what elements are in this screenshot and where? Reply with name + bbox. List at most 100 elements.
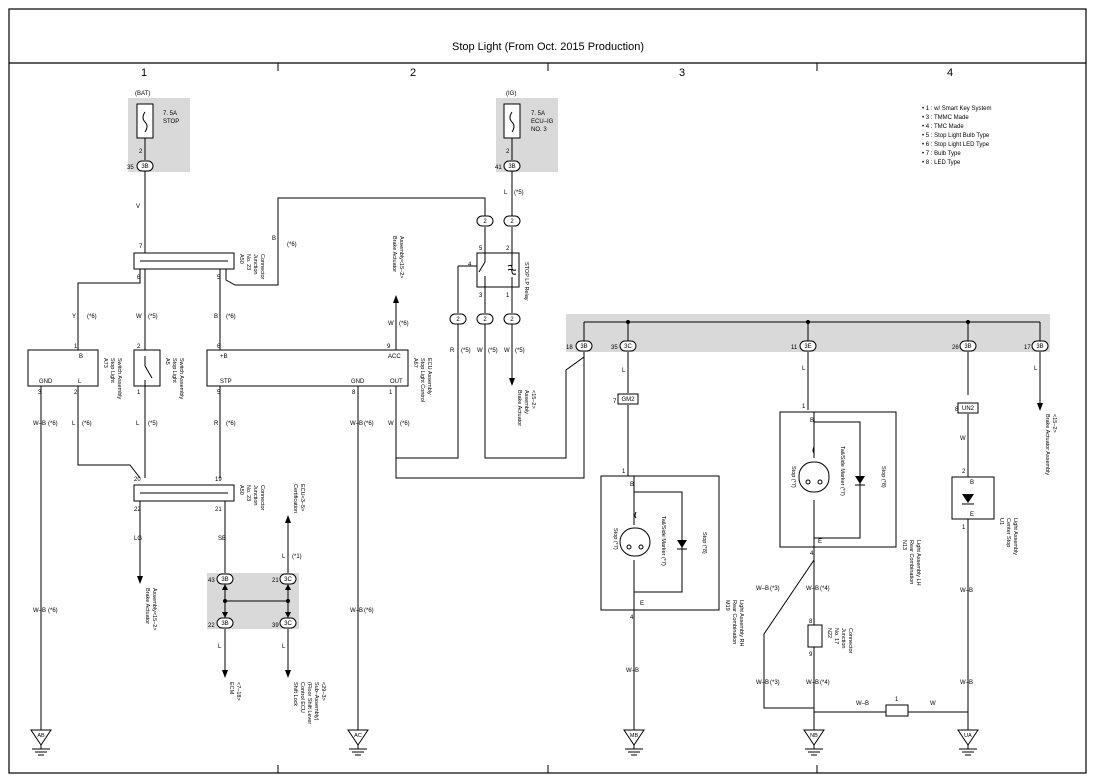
svg-text:AC: AC (354, 733, 362, 739)
wire-label: W–B (806, 586, 819, 592)
svg-text:3E: 3E (804, 344, 811, 350)
svg-text:Switch Assembly: Switch Assembly (178, 358, 184, 400)
connector-box: GM2 (617, 393, 639, 405)
svg-text:7. 5A: 7. 5A (163, 111, 177, 117)
connector-oval: 3C (279, 617, 297, 629)
svg-text:3B: 3B (964, 344, 971, 350)
svg-text:2: 2 (962, 469, 966, 475)
wire-label: LG (134, 536, 142, 542)
wire-label: W–B (350, 608, 363, 614)
note-label: (*5) (461, 348, 471, 354)
svg-text:Assembly<15–2>: Assembly<15–2> (398, 236, 404, 279)
svg-text:Shift Lock: Shift Lock (292, 682, 298, 706)
diagram-title: Stop Light (From Oct. 2015 Production) (452, 41, 644, 53)
note-label: (*4) (820, 680, 830, 686)
wire-label: L (72, 421, 76, 427)
svg-text:GM2: GM2 (621, 397, 635, 403)
svg-text:Stop Light: Stop Light (109, 358, 115, 383)
note-label: (*6) (399, 321, 409, 327)
svg-text:AB: AB (37, 733, 45, 739)
wire-label: L (282, 644, 286, 650)
svg-text:1: 1 (622, 469, 626, 475)
note-label: (*4) (820, 586, 830, 592)
connector-oval: 3E (799, 340, 817, 352)
svg-text:2: 2 (483, 317, 487, 323)
svg-text:5: 5 (217, 390, 221, 396)
connector-oval: 2 (449, 313, 467, 325)
svg-text:Junction: Junction (252, 254, 258, 275)
wire-label: L (802, 366, 806, 372)
wire-label: SB (218, 536, 226, 542)
connector-oval: 3B (136, 160, 154, 172)
svg-text:2: 2 (74, 390, 78, 396)
note-label: (*5) (515, 348, 525, 354)
wire-label: W (477, 348, 483, 354)
svg-text:NB: NB (810, 733, 818, 739)
svg-text:43: 43 (208, 578, 215, 584)
svg-text:2: 2 (139, 149, 143, 155)
svg-text:ECM: ECM (228, 682, 234, 695)
svg-text:Stop (*8): Stop (*8) (701, 532, 707, 554)
svg-text:19: 19 (215, 477, 222, 483)
svg-text:B: B (810, 418, 814, 424)
svg-text:11: 11 (791, 345, 798, 351)
wire-label: W–B (756, 680, 769, 686)
svg-text:STP: STP (220, 379, 232, 385)
svg-text:<15–2>: <15–2> (1051, 414, 1057, 433)
wires (27, 171, 1043, 730)
svg-text:E: E (970, 512, 974, 518)
wire-label: V (136, 204, 140, 210)
connector-oval: 2 (476, 215, 494, 227)
svg-text:E: E (640, 601, 644, 607)
svg-text:3B: 3B (1036, 344, 1043, 350)
svg-text:1: 1 (962, 525, 966, 531)
connector-oval: 3C (619, 340, 637, 352)
legend-item: • 4 : TMC Made (922, 124, 964, 130)
svg-text:1: 1 (506, 293, 510, 299)
svg-text:3B: 3B (221, 577, 228, 583)
svg-text:1: 1 (389, 390, 393, 396)
svg-text:Connector: Connector (259, 485, 265, 511)
svg-text:N22: N22 (826, 628, 832, 638)
svg-text:No. 23: No. 23 (245, 485, 251, 501)
ground-symbol: MB (623, 729, 645, 756)
note-label: (*5) (148, 314, 158, 320)
svg-text:A5: A5 (164, 358, 170, 365)
column-1: 1 (141, 67, 147, 79)
svg-text:Junction: Junction (840, 628, 846, 649)
wire-label: L (504, 190, 508, 196)
connector-oval: 3C (279, 573, 297, 585)
svg-text:+B: +B (220, 354, 228, 360)
svg-text:Light Assembly RH: Light Assembly RH (738, 600, 744, 646)
svg-text:ECU<3–5>: ECU<3–5> (299, 484, 305, 511)
connector-oval: 3B (959, 340, 977, 352)
wire-label: R (450, 348, 455, 354)
svg-text:Light Assembly LH: Light Assembly LH (915, 540, 921, 586)
wire-label: W (504, 348, 510, 354)
svg-text:22: 22 (208, 623, 215, 629)
svg-text:Junction: Junction (252, 485, 258, 506)
svg-text:Stop Light: Stop Light (171, 358, 177, 383)
fuse-ecuig: (IG) 7. 5A ECU–IG NO. 3 2 41 (495, 91, 554, 171)
connector-oval: 3B (216, 573, 234, 585)
svg-text:Tail/Side Marker (*7): Tail/Side Marker (*7) (839, 446, 845, 496)
svg-text:1: 1 (895, 697, 899, 703)
svg-text:Brake Actuator Assembly: Brake Actuator Assembly (1044, 414, 1050, 475)
note-label: (*3) (770, 680, 780, 686)
note-label: (*6) (82, 421, 92, 427)
svg-text:Stop (*7): Stop (*7) (790, 466, 796, 488)
svg-text:No. 23: No. 23 (245, 254, 251, 270)
legend-item: • 6 : Stop Light LED Type (922, 142, 990, 148)
svg-text:Connector: Connector (847, 628, 853, 654)
svg-text:A50: A50 (238, 485, 244, 495)
